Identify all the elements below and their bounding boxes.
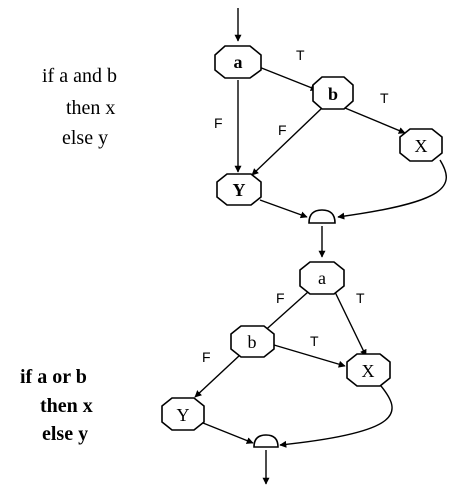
top-label-a-y: F	[214, 115, 223, 131]
bottom-label-a-b: F	[276, 290, 285, 306]
bottom-node-a-label: a	[318, 268, 326, 288]
bottom-label-b-y: F	[202, 349, 211, 365]
bottom-label-b-x: T	[310, 333, 319, 349]
top-code-line-2: then x	[66, 97, 115, 119]
bottom-edge-x-join	[279, 385, 393, 448]
bottom-node-b	[230, 325, 275, 358]
top-label-a-b: T	[296, 47, 305, 63]
top-node-y	[216, 173, 262, 206]
top-label-b-x: T	[380, 90, 389, 106]
top-edge-x-join	[337, 159, 447, 220]
top-label-b-y: F	[278, 122, 287, 138]
top-node-x-label: X	[415, 136, 428, 156]
bottom-code-line-3: else y	[42, 423, 88, 445]
bottom-node-x	[346, 353, 391, 387]
bottom-label-a-x: T	[356, 290, 365, 306]
bottom-edge-b-x	[273, 344, 346, 368]
bottom-node-a	[299, 261, 345, 295]
top-graph-nodes: a b X Y	[214, 45, 443, 224]
bottom-code-line-2: then x	[40, 395, 93, 417]
top-join-node	[308, 209, 336, 224]
top-graph-edges	[234, 8, 447, 258]
top-node-b-label: b	[328, 84, 338, 104]
bottom-node-b-label: b	[248, 332, 257, 352]
top-edge-b-y	[251, 107, 323, 176]
top-node-y-label: Y	[233, 180, 246, 200]
bottom-code-block: if a or b then x else y	[20, 366, 93, 445]
bottom-edge-a-b	[259, 291, 309, 336]
bottom-join-node	[253, 434, 279, 448]
top-edge-a-b	[258, 66, 318, 91]
bottom-node-y	[161, 397, 205, 431]
top-code-block: if a and b then x else y	[42, 65, 117, 149]
top-code-line-3: else y	[62, 127, 108, 149]
top-node-a	[214, 45, 262, 79]
top-code-line-1: if a and b	[42, 65, 117, 87]
top-node-x	[399, 128, 443, 162]
top-edge-b-x	[344, 107, 406, 134]
bottom-edge-b-y	[194, 354, 241, 398]
bottom-edge-y-join	[202, 422, 254, 444]
top-node-a-label: a	[234, 52, 243, 72]
bottom-edge-a-x	[334, 291, 367, 357]
bottom-graph-edges	[194, 291, 393, 485]
bottom-node-y-label: Y	[177, 405, 190, 425]
bottom-code-line-1: if a or b	[20, 366, 87, 388]
top-node-b	[312, 76, 354, 110]
top-edge-y-join	[259, 199, 308, 219]
top-graph-edge-labels: T F F T	[214, 47, 389, 138]
bottom-graph-edge-labels: F T T F	[202, 290, 365, 365]
bottom-node-x-label: X	[362, 361, 375, 381]
bottom-graph-nodes: a b X Y	[161, 261, 391, 448]
